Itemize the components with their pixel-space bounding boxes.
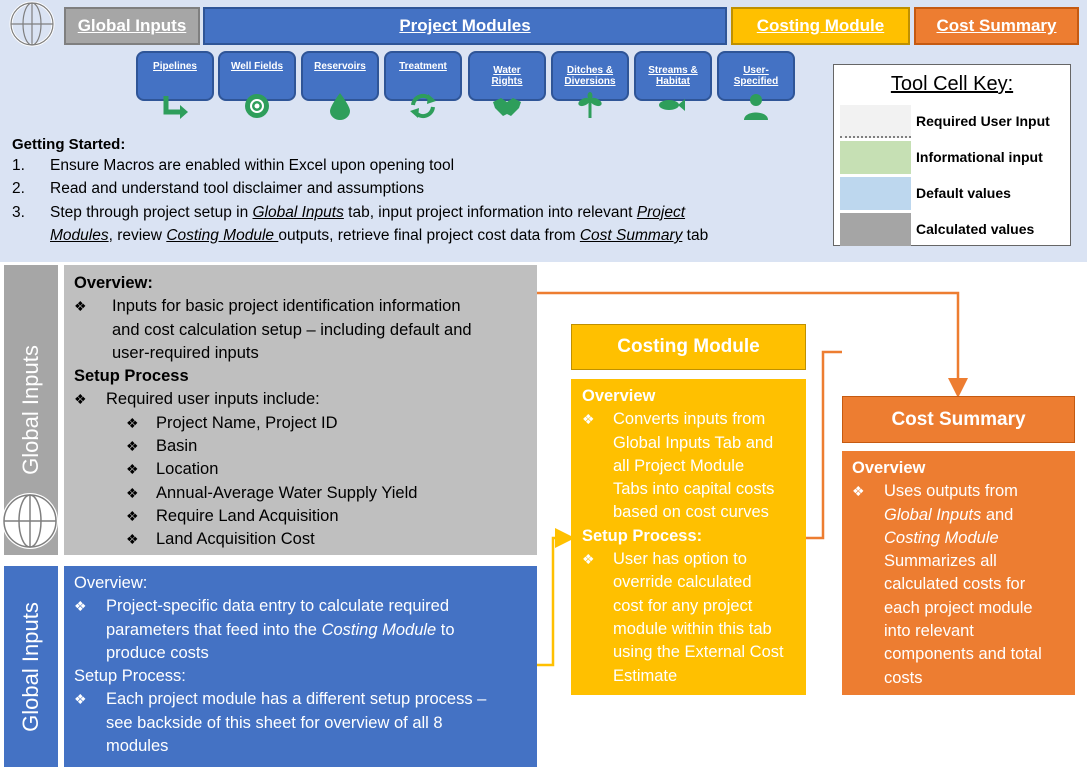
summary-overview-title: Overview xyxy=(852,459,926,477)
getting-started-step-1: 1.Ensure Macros are enabled within Excel… xyxy=(12,157,455,174)
module-pipelines-button[interactable]: Pipelines xyxy=(136,51,214,101)
key-swatch-calculated xyxy=(840,213,911,246)
global-overview-title: Overview: xyxy=(74,274,153,292)
cost-summary-title: Cost Summary xyxy=(842,396,1075,443)
tool-cell-key: Tool Cell Key: Required User Input Infor… xyxy=(833,64,1071,246)
list-item: ❖Annual-Average Water Supply Yield xyxy=(126,483,418,502)
global-overview-text: ❖Inputs for basic project identification… xyxy=(74,297,472,362)
module-label: Treatment xyxy=(399,61,447,72)
costing-module-content: Overview ❖Converts inputs from Global In… xyxy=(582,387,784,685)
key-swatch-required xyxy=(840,105,911,138)
costing-to-summary-connector xyxy=(806,350,842,540)
getting-started-step-2: 2.Read and understand tool disclaimer an… xyxy=(12,180,424,197)
project-modules-content: Overview: ❖Project-specific data entry t… xyxy=(74,572,486,758)
costing-overview-title: Overview xyxy=(582,387,656,405)
global-setup-title: Setup Process xyxy=(74,367,189,386)
costing-module-box xyxy=(571,379,806,695)
user-icon xyxy=(744,94,768,120)
plant-icon xyxy=(578,92,602,118)
module-user-specified-button[interactable]: User-Specified xyxy=(717,51,795,101)
cost-summary-content: Overview ❖Uses outputs from Global Input… xyxy=(852,459,1042,687)
module-label: Reservoirs xyxy=(314,61,366,72)
global-inputs-link[interactable]: Global Inputs xyxy=(252,204,344,221)
costing-module-link[interactable]: Costing Module xyxy=(166,227,279,244)
fish-icon xyxy=(659,99,685,111)
water-drop-icon xyxy=(330,93,350,120)
project-overview-title: Overview: xyxy=(74,574,148,592)
global-inputs-content: Overview: ❖Inputs for basic project iden… xyxy=(74,272,472,552)
cost-summary-link[interactable]: Cost Summary xyxy=(579,227,683,244)
module-label: Streams &Habitat xyxy=(648,65,698,87)
list-item: ❖Land Acquisition Cost xyxy=(126,530,315,549)
module-label: Ditches &Diversions xyxy=(564,65,616,87)
project-modules-link[interactable]: Modules xyxy=(50,227,109,244)
pipe-icon xyxy=(163,96,188,119)
getting-started-step-3-cont: Modules, review Costing Module outputs, … xyxy=(50,227,709,244)
global-required-list: ❖Project Name, Project ID ❖Basin ❖Locati… xyxy=(74,412,472,552)
tab-global-inputs[interactable]: Global Inputs xyxy=(64,7,200,45)
getting-started-title: Getting Started: xyxy=(12,136,126,153)
list-item: ❖Project Name, Project ID xyxy=(126,413,338,432)
module-streams-habitat-button[interactable]: Streams &Habitat xyxy=(634,51,712,101)
global-inputs-panel xyxy=(64,265,537,555)
project-overview-text: ❖Project-specific data entry to calculat… xyxy=(74,597,455,662)
project-modules-link[interactable]: Project xyxy=(636,204,686,221)
key-label-default: Default values xyxy=(916,185,1011,201)
key-swatch-informational xyxy=(840,141,911,174)
recycle-icon xyxy=(410,93,436,119)
cost-summary-box xyxy=(842,451,1075,695)
handshake-icon xyxy=(493,98,521,116)
module-label: Pipelines xyxy=(153,61,197,72)
key-label-required: Required User Input xyxy=(916,113,1050,129)
module-reservoirs-button[interactable]: Reservoirs xyxy=(301,51,379,101)
project-setup-text: ❖Each project module has a different set… xyxy=(74,690,487,756)
list-item: ❖Require Land Acquisition xyxy=(126,506,339,525)
tab-project-modules[interactable]: Project Modules xyxy=(203,7,727,45)
getting-started-step-3: 3.Step through project setup in Global I… xyxy=(12,204,686,221)
tab-costing-module[interactable]: Costing Module xyxy=(731,7,910,45)
tab-cost-summary[interactable]: Cost Summary xyxy=(914,7,1079,45)
project-modules-side-tab: Global Inputs xyxy=(4,566,58,767)
key-label-informational: Informational input xyxy=(916,149,1043,165)
globe-icon xyxy=(2,493,58,549)
project-to-costing-connector xyxy=(537,528,575,667)
list-item: ❖Basin xyxy=(126,437,198,456)
module-label: User-Specified xyxy=(733,65,779,87)
key-title: Tool Cell Key: xyxy=(890,73,1014,95)
costing-setup-title: Setup Process: xyxy=(582,526,703,545)
well-icon xyxy=(245,94,269,118)
module-label: Well Fields xyxy=(230,61,284,72)
module-treatment-button[interactable]: Treatment xyxy=(384,51,462,101)
key-swatch-default xyxy=(840,177,911,210)
project-setup-title: Setup Process: xyxy=(74,667,186,686)
costing-module-title: Costing Module xyxy=(571,324,806,370)
key-label-calculated: Calculated values xyxy=(916,221,1035,237)
globe-icon xyxy=(9,1,55,47)
list-item: ❖Location xyxy=(126,460,219,479)
project-modules-panel xyxy=(64,566,537,767)
global-setup-intro: ❖Required user inputs include: xyxy=(74,390,320,409)
